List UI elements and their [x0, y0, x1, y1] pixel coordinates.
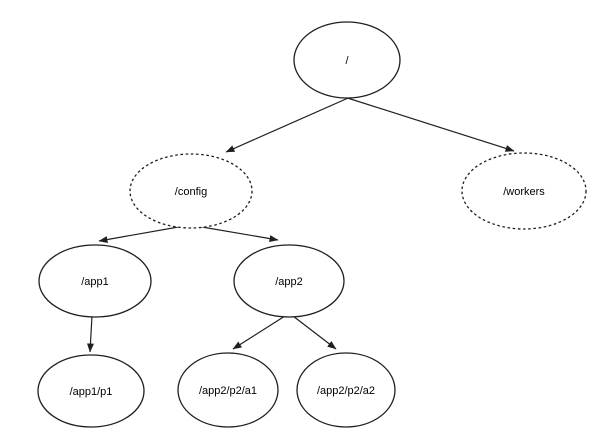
node-app1: /app1	[38, 244, 152, 318]
node-root: /	[293, 21, 401, 99]
node-workers-ellipse	[461, 152, 587, 230]
node-app1-p1: /app1/p1	[37, 354, 145, 428]
node-app2-p2-a1-label: /app2/p2/a1	[199, 385, 257, 397]
edge-config-to-app2	[195, 225, 279, 243]
edge-root-to-config	[225, 94, 356, 153]
node-workers-label: /workers	[503, 186, 545, 198]
node-app1-ellipse	[38, 244, 152, 318]
node-config-ellipse	[129, 153, 253, 229]
node-app2-ellipse	[233, 244, 345, 318]
edge-root-to-workers	[337, 94, 515, 152]
node-config-label: /config	[175, 186, 207, 198]
node-app2-p2-a1: /app2/p2/a1	[177, 352, 279, 428]
node-app2: /app2	[233, 244, 345, 318]
edge-app2-to-app2-p2-a2	[292, 315, 337, 350]
node-app2-p2-a2-ellipse	[296, 352, 396, 428]
node-root-ellipse	[293, 21, 401, 99]
node-app2-p2-a1-ellipse	[177, 352, 279, 428]
edge-app2-to-app2-p2-a1	[232, 315, 286, 350]
node-app2-p2-a2-label: /app2/p2/a2	[317, 385, 375, 397]
node-root-label: /	[345, 55, 349, 67]
edge-app1-to-app1-p1	[86, 315, 94, 353]
node-app2-p2-a2: /app2/p2/a2	[296, 352, 396, 428]
edge-config-to-app1	[98, 225, 185, 243]
node-app2-label: /app2	[275, 276, 303, 288]
node-app1-p1-label: /app1/p1	[70, 386, 113, 398]
node-app1-label: /app1	[81, 276, 109, 288]
node-config: /config	[129, 153, 253, 229]
node-workers: /workers	[461, 152, 587, 230]
node-app1-p1-ellipse	[37, 354, 145, 428]
